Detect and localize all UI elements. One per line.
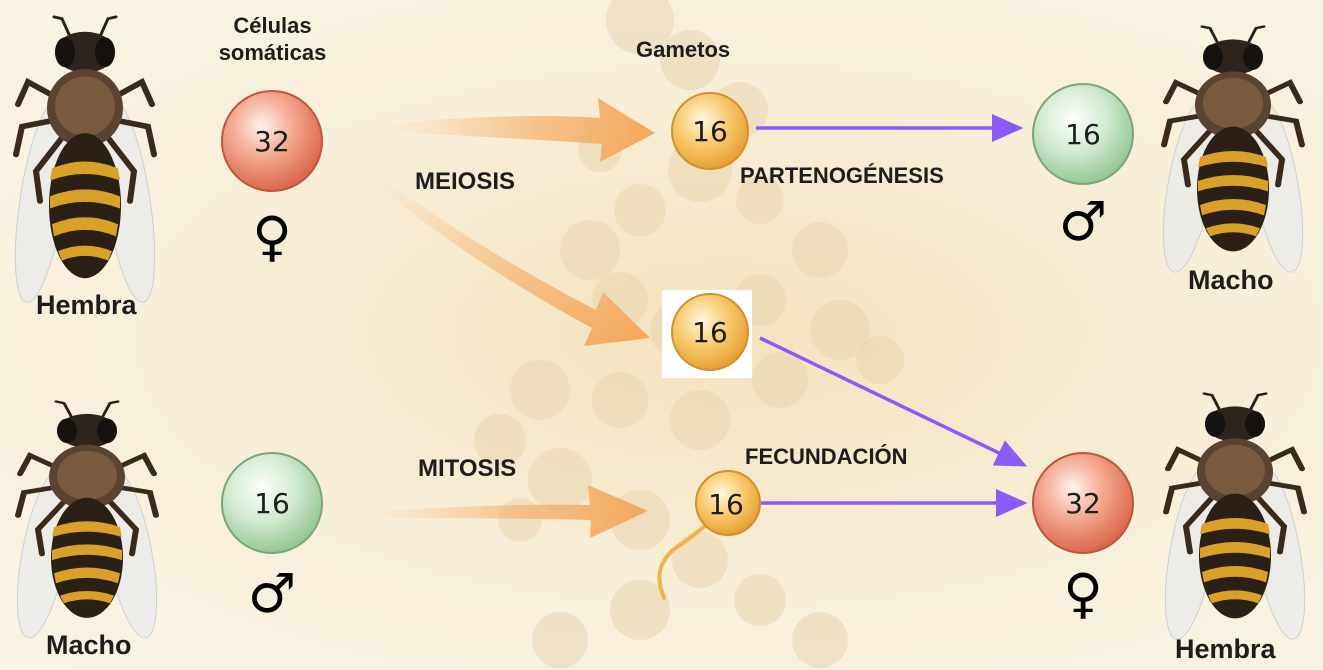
meiosis-arrow-lower xyxy=(378,178,650,346)
female-offspring-bee-icon xyxy=(1155,394,1315,642)
somatic-cells-label: Células somáticas xyxy=(190,12,355,66)
meiosis-label: MEIOSIS xyxy=(415,168,516,195)
female-somatic-count: 32 xyxy=(254,125,290,158)
gametes-label: Gametos xyxy=(636,37,731,62)
female-offspring-count: 32 xyxy=(1065,487,1101,520)
male-parent-label: Macho xyxy=(46,630,132,660)
male-offspring-label: Macho xyxy=(1188,265,1274,295)
somatic-cells-line1: Células xyxy=(233,13,312,38)
female-offspring-label: Hembra xyxy=(1175,634,1276,664)
female-offspring-cell: 32 xyxy=(1032,452,1134,554)
egg-to-fertilization-arrow xyxy=(759,336,1028,467)
gamete-egg-top-count: 16 xyxy=(692,115,728,148)
sperm-tail xyxy=(657,523,708,600)
parthenogenesis-label: PARTENOGÉNESIS xyxy=(740,163,944,188)
male-offspring-cell: 16 xyxy=(1032,83,1134,185)
male-parent-bee-icon xyxy=(7,402,167,641)
gamete-egg-top-cell: 16 xyxy=(671,92,749,170)
male-symbol-icon: ♂ xyxy=(248,562,296,625)
male-somatic-cell: 16 xyxy=(221,452,323,554)
gamete-egg-middle-count: 16 xyxy=(692,316,728,349)
female-parent-label: Hembra xyxy=(36,290,137,320)
fertilization-label: FECUNDACIÓN xyxy=(745,444,908,469)
meiosis-arrow-upper xyxy=(385,98,655,162)
female-offspring-symbol-icon: ♀ xyxy=(1063,562,1103,625)
female-symbol-icon: ♀ xyxy=(252,205,292,268)
mitosis-label: MITOSIS xyxy=(418,455,517,482)
male-offspring-symbol-icon: ♂ xyxy=(1059,190,1107,253)
male-offspring-bee-icon xyxy=(1153,27,1313,275)
female-parent-bee-icon xyxy=(5,17,165,305)
male-somatic-count: 16 xyxy=(254,487,290,520)
somatic-cells-line2: somáticas xyxy=(218,40,327,65)
gamete-egg-middle-cell: 16 xyxy=(671,293,749,371)
male-offspring-count: 16 xyxy=(1065,118,1101,151)
sperm-cell: 16 xyxy=(695,470,761,536)
mitosis-arrow xyxy=(370,485,648,538)
sperm-count: 16 xyxy=(708,488,744,521)
female-somatic-cell: 32 xyxy=(221,90,323,192)
